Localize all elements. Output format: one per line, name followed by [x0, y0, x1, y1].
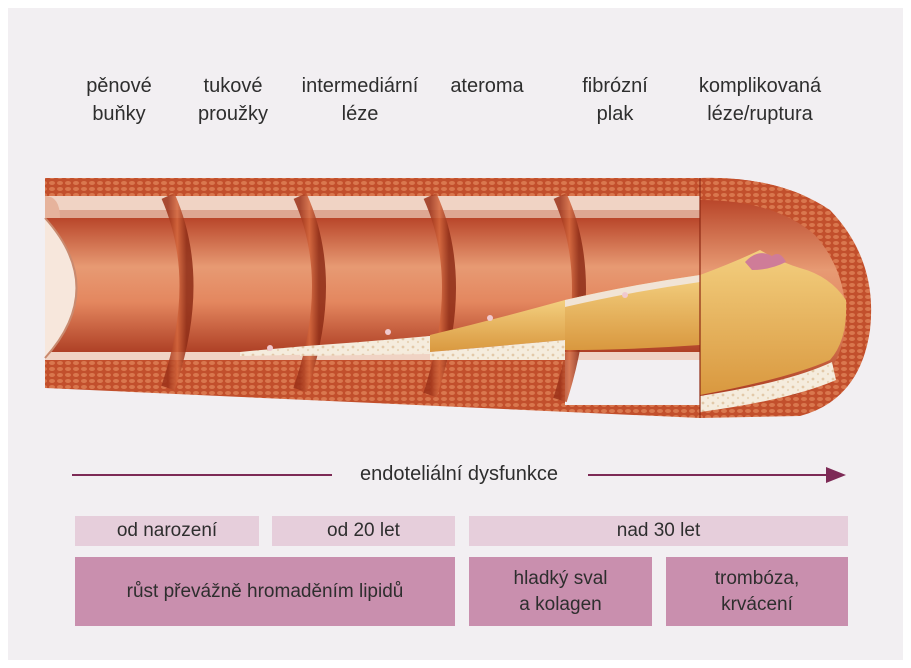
arrow-right-icon [826, 467, 846, 483]
growth-lipid-accumulation: růst převážně hromaděním lipidů [75, 557, 455, 626]
age-band-from-20: od 20 let [272, 516, 455, 546]
growth-smooth-muscle-collagen: hladký sval a kolagen [469, 557, 652, 626]
timeline-label: endoteliální dysfunkce [340, 460, 578, 488]
timeline-arrow-left [72, 474, 332, 476]
vessel-bottom-wall [45, 358, 700, 418]
age-band-over-30: nad 30 let [469, 516, 848, 546]
vessel-top-intima [45, 196, 700, 210]
timeline-arrow-right [588, 474, 828, 476]
age-band-from-birth: od narození [75, 516, 259, 546]
growth-thrombosis-bleeding: trombóza, krvácení [666, 557, 848, 626]
